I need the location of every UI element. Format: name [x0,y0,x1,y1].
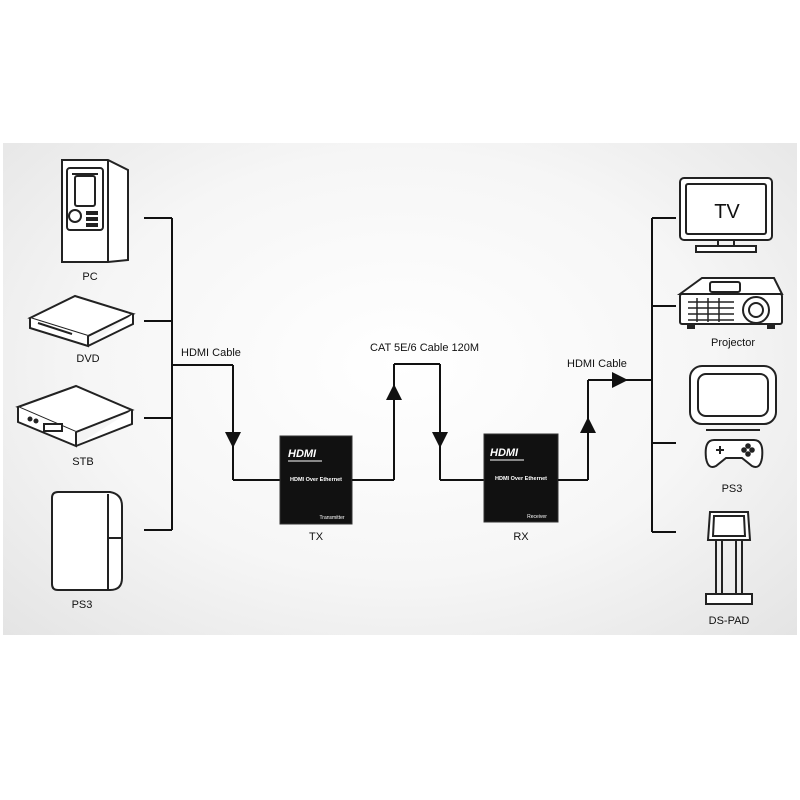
tx-device-title: HDMI Over Ethernet [290,477,342,483]
cat-cable [352,363,484,481]
source-label-ps3: PS3 [72,599,93,611]
receiver-box: HDMI HDMI Over Ethernet Receiver [483,433,559,523]
rx-device-title: HDMI Over Ethernet [495,476,547,482]
ds-pad-kiosk-icon [705,511,753,605]
source-label-dvd: DVD [76,353,99,365]
ps3-console-icon [51,491,123,591]
cat-cable-label: CAT 5E/6 Cable 120M [370,342,479,354]
rx-label: RX [513,531,529,543]
display-label-ds-pad: DS-PAD [709,615,750,627]
set-top-box-icon [15,384,135,448]
ps3-display-icon [689,365,777,468]
tx-label: TX [309,531,324,543]
tx-device-model: Transmitter [319,515,344,521]
tx-hdmi-logo: HDMI [288,448,317,460]
tv-icon [679,177,773,253]
transmitter-box: HDMI HDMI Over Ethernet Transmitter [279,435,353,525]
projector-icon [676,277,784,329]
source-label-pc: PC [82,271,97,283]
rx-hdmi-logo: HDMI [490,447,519,459]
display-label-ps3: PS3 [722,483,743,495]
dvd-player-icon [27,294,136,348]
output-hdmi-cable-label: HDMI Cable [567,358,627,370]
input-hdmi-cable-label: HDMI Cable [181,347,241,359]
input-bus [144,217,280,531]
display-label-projector: Projector [711,337,755,349]
output-bus [558,217,676,533]
source-label-stb: STB [72,456,93,468]
tv-screen-text: TV [714,201,740,223]
pc-tower-icon [61,159,129,263]
rx-device-model: Receiver [527,514,547,520]
